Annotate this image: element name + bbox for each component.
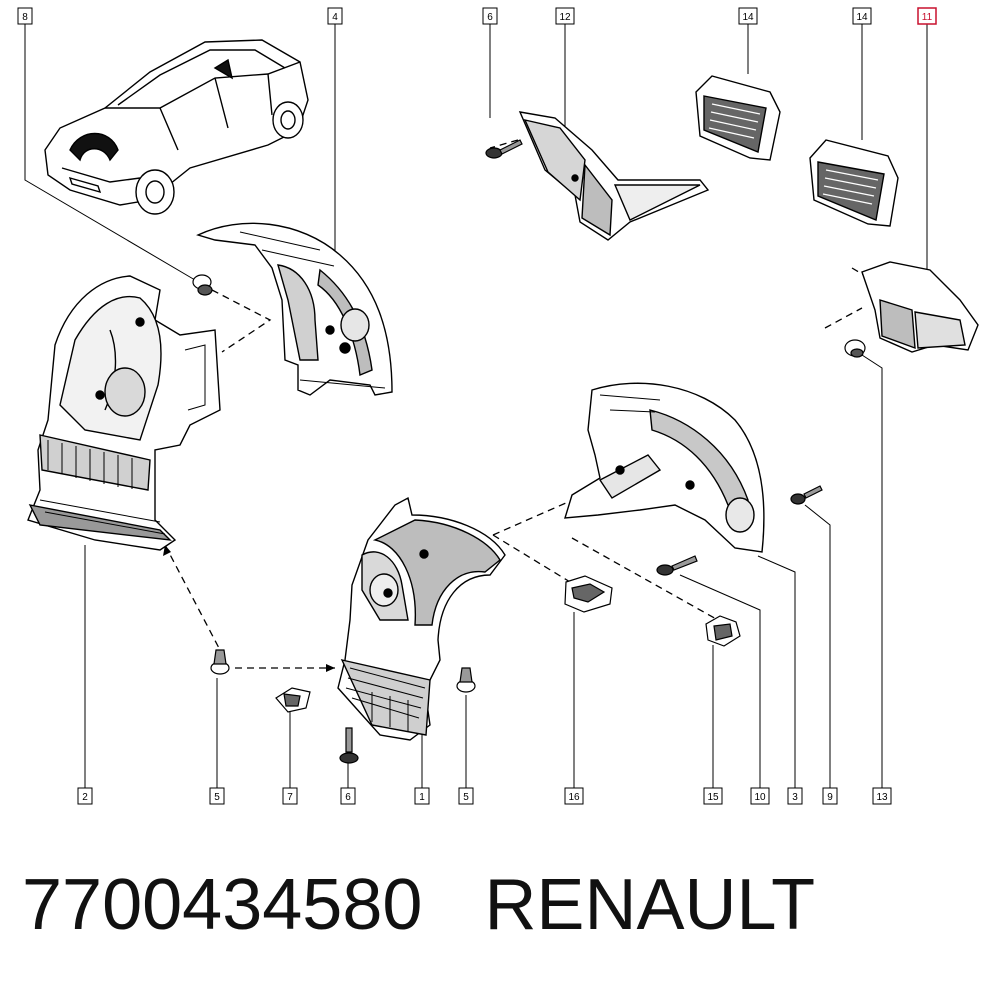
part-14-vent-grille-upper	[695, 75, 781, 161]
callout-16: 16	[564, 787, 584, 805]
callout-4: 4	[327, 7, 343, 25]
part-5-clip-right	[456, 667, 476, 693]
part-8-clip	[192, 274, 213, 296]
part-7-clip	[275, 687, 311, 713]
part-1-wheel-arch-liner	[337, 496, 506, 741]
callout-12: 12	[555, 7, 575, 25]
part-14-vent-grille-lower	[809, 139, 899, 227]
part-3-rear-wheel-arch-liner	[564, 382, 765, 553]
part-10-screw	[656, 555, 698, 576]
brand-name: RENAULT	[484, 865, 816, 945]
part-5-clip-left	[210, 649, 230, 675]
part-13-clip	[844, 339, 866, 358]
callout-7: 7	[282, 787, 298, 805]
svg-text:14: 14	[856, 12, 868, 23]
part-16-clip	[564, 575, 613, 613]
callout-15: 15	[703, 787, 723, 805]
svg-text:1: 1	[419, 792, 425, 803]
callout-3: 3	[787, 787, 803, 805]
part-11-splash-deflector	[861, 261, 979, 353]
callout-8: 8	[17, 7, 33, 25]
leader-lines	[24, 24, 928, 788]
callout-14-left: 14	[738, 7, 758, 25]
callout-6-bottom: 6	[340, 787, 356, 805]
svg-text:16: 16	[568, 792, 580, 803]
part-2-front-splash-shield	[27, 275, 221, 551]
svg-text:6: 6	[487, 12, 493, 23]
svg-text:6: 6	[345, 792, 351, 803]
callout-5-left: 5	[209, 787, 225, 805]
callout-2: 2	[77, 787, 93, 805]
svg-text:15: 15	[707, 792, 719, 803]
car-illustration	[44, 39, 309, 215]
callout-1: 1	[414, 787, 430, 805]
callout-13: 13	[872, 787, 892, 805]
callout-9: 9	[822, 787, 838, 805]
svg-text:4: 4	[332, 12, 338, 23]
svg-text:9: 9	[827, 792, 833, 803]
svg-text:3: 3	[792, 792, 798, 803]
callout-6-top: 6	[482, 7, 498, 25]
part-4-front-wheel-arch-liner	[196, 222, 393, 396]
svg-text:5: 5	[463, 792, 469, 803]
assembly-lines	[164, 139, 873, 669]
svg-text:14: 14	[742, 12, 754, 23]
svg-text:8: 8	[22, 12, 28, 23]
part-12-bracket	[518, 111, 710, 241]
svg-text:13: 13	[876, 792, 888, 803]
svg-text:12: 12	[559, 12, 571, 23]
callout-14-right: 14	[852, 7, 872, 25]
callout-10: 10	[750, 787, 770, 805]
footer-caption: 7700434580 RENAULT	[22, 860, 982, 950]
part-6-screw-top	[485, 139, 523, 159]
svg-text:5: 5	[214, 792, 220, 803]
callout-11-highlighted: 11	[917, 7, 937, 25]
part-6-screw-lower	[339, 727, 359, 764]
svg-text:10: 10	[754, 792, 766, 803]
callout-labels: 8 4 6 12 14 14 11 2 5 7 6 1 5 16 15 10 3…	[17, 7, 937, 805]
part-number: 7700434580	[22, 865, 423, 945]
svg-text:2: 2	[82, 792, 88, 803]
part-15-clip	[705, 615, 741, 647]
svg-text:7: 7	[287, 792, 293, 803]
part-9-screw	[790, 485, 823, 505]
callout-5-right: 5	[458, 787, 474, 805]
svg-text:11: 11	[922, 12, 933, 23]
